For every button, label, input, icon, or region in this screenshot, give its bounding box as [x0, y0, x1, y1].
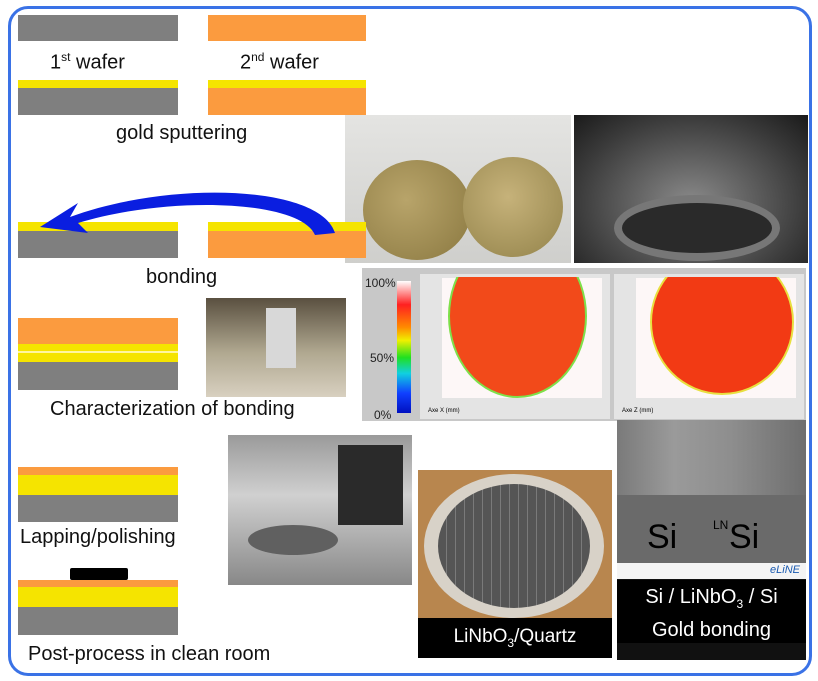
bonding-machine-photo [574, 115, 808, 263]
ln-wafer [18, 318, 178, 344]
si-wafer [18, 362, 178, 390]
ln-layer [18, 467, 178, 475]
sem-si-right: Si [729, 518, 760, 556]
scan-map-2: Axe Z (mm) [614, 274, 804, 419]
post-process-label: Post-process in clean room [28, 643, 271, 665]
device-chip [70, 568, 128, 580]
sem-si-left: Si [647, 518, 678, 556]
linbo3-quartz-photo: LiNbO3/Quartz [418, 470, 612, 658]
si-wafer [18, 231, 178, 258]
sem-caption: Si / LiNbO3 / Si Gold bonding [617, 580, 806, 643]
si-wafer [18, 15, 178, 41]
ln-wafer [208, 15, 366, 41]
lapping-label: Lapping/polishing [20, 526, 176, 548]
colorbar [397, 281, 411, 413]
sem-info-bar: eLiNE [617, 563, 806, 579]
si-wafer [18, 495, 178, 522]
colorbar-mid-label: 50% [370, 351, 395, 365]
gold-layer [18, 80, 178, 88]
scan-map-1: Axe X (mm) [420, 274, 610, 419]
gold-layer [18, 475, 178, 495]
lapping-machine-photo [228, 435, 412, 585]
si-wafer [18, 607, 178, 635]
gold-layer [18, 222, 178, 231]
ultrasound-maps: 100% 50% 0% Axe X (mm) Axe Z (mm) [362, 268, 806, 421]
flip-arrow-icon [40, 192, 335, 235]
sem-ln-label: LN [713, 518, 729, 532]
gold-sputtering-label: gold sputtering [116, 122, 248, 144]
sem-image: Si LN Si eLiNE Si / LiNbO3 / Si Gold bon… [617, 420, 806, 660]
ln-wafer [208, 88, 366, 115]
gold-wafers-photo [345, 115, 571, 263]
gold-layer [208, 222, 366, 231]
wafer1-label: 1st wafer [50, 50, 125, 74]
quartz-caption: LiNbO3/Quartz [418, 618, 612, 658]
si-wafer [18, 88, 178, 115]
gold-layer [208, 80, 366, 88]
ln-layer [18, 580, 178, 587]
ln-wafer [208, 231, 366, 258]
bonding-label: bonding [146, 266, 218, 288]
outer-frame [8, 6, 812, 676]
colorbar-bottom-label: 0% [374, 408, 392, 421]
wafer2-label: 2nd wafer [240, 50, 319, 74]
gold-layer [18, 587, 178, 607]
gold-layer [18, 344, 178, 351]
gold-layer [18, 353, 178, 362]
characterization-label: Characterization of bonding [50, 398, 295, 420]
ultrasound-tank-photo [206, 298, 346, 397]
bond-interface [18, 351, 178, 353]
colorbar-top-label: 100% [365, 276, 396, 290]
eline-logo: eLiNE [770, 564, 800, 576]
